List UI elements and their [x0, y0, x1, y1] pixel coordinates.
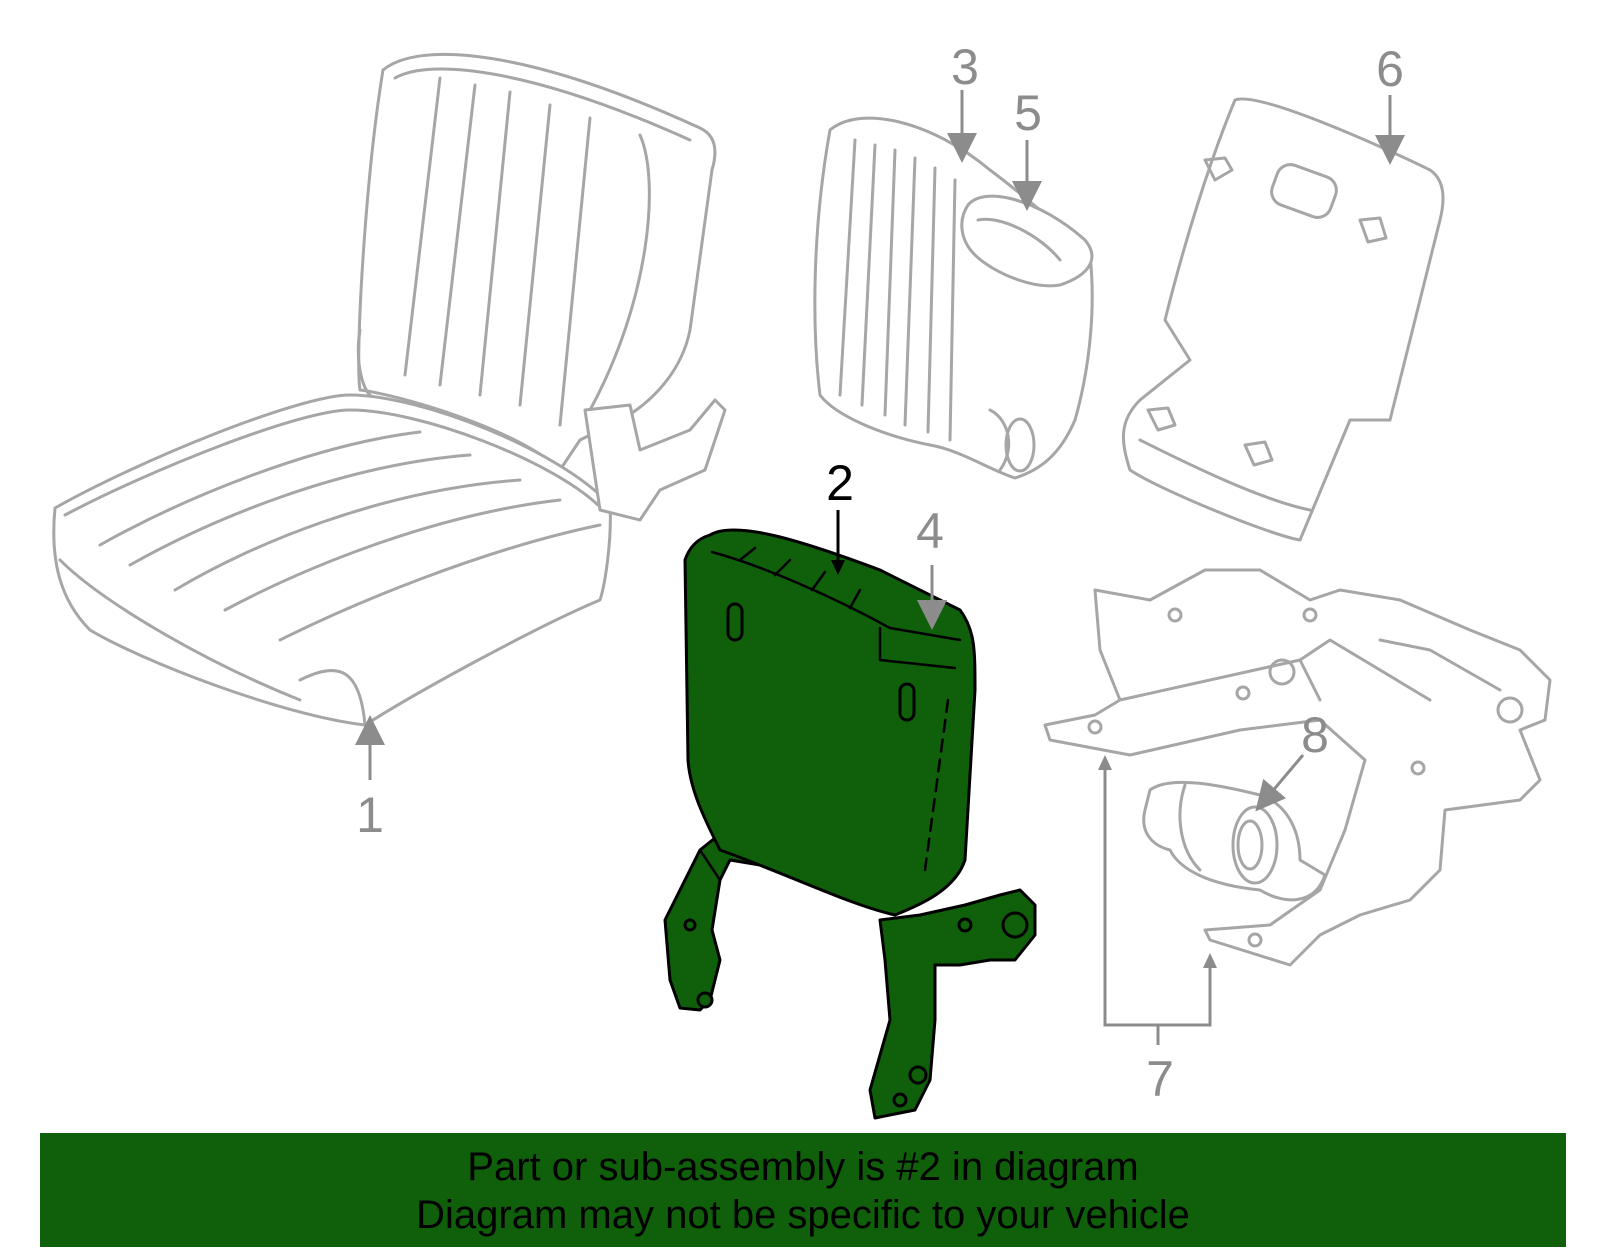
banner-line-1: Part or sub-assembly is #2 in diagram	[467, 1145, 1139, 1189]
leader-lines	[355, 90, 1405, 1045]
leader-8	[1255, 754, 1305, 812]
callout-numbers: 1 2 3 4 5 6 7 8	[356, 39, 1404, 1107]
banner-line-2: Diagram may not be specific to your vehi…	[416, 1193, 1190, 1237]
callout-8: 8	[1301, 707, 1329, 763]
callout-7: 7	[1146, 1051, 1174, 1107]
callout-6: 6	[1376, 41, 1404, 97]
callout-2: 2	[826, 455, 854, 511]
callout-4: 4	[916, 503, 944, 559]
callout-1: 1	[356, 787, 384, 843]
part-8-bushing	[1142, 780, 1327, 902]
part-5-headrest	[960, 194, 1094, 288]
leader-7-arrowhead-right	[1203, 953, 1217, 968]
part-6-back-panel	[1121, 97, 1445, 542]
part-2-armrest-assembly	[663, 528, 1037, 1120]
notice-banner: Part or sub-assembly is #2 in diagram Di…	[40, 1133, 1566, 1247]
part-1-seat-assembly	[52, 52, 727, 727]
part-3-seat-back	[813, 116, 1094, 480]
part-7-hinge-bracket	[1043, 568, 1552, 967]
callout-5: 5	[1014, 85, 1042, 141]
callout-3: 3	[951, 39, 979, 95]
leader-2-arrowhead	[831, 560, 845, 575]
leader-7-arrowhead-left	[1098, 755, 1112, 770]
